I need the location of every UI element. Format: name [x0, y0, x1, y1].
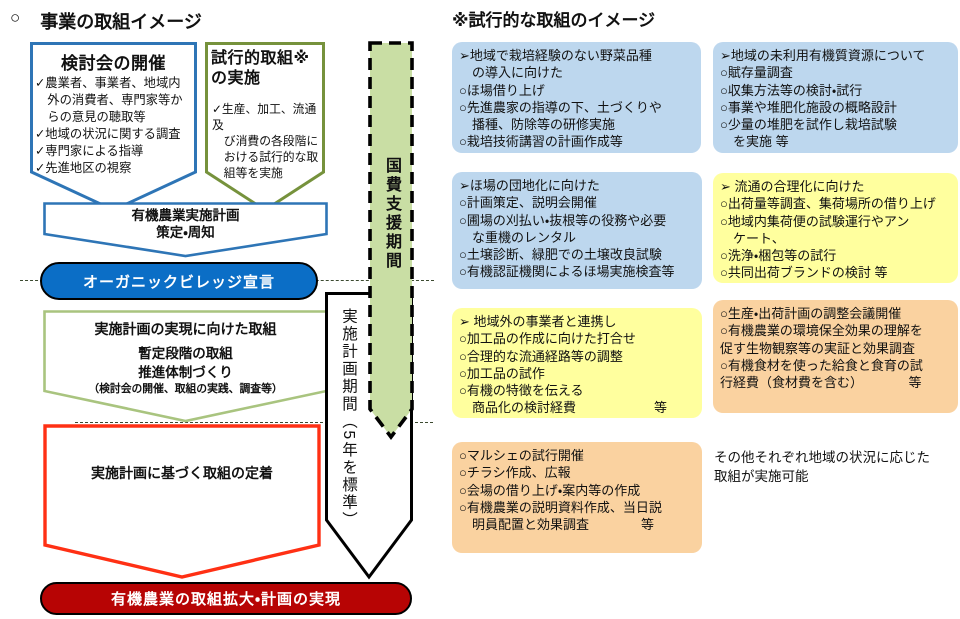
settlement-timeline-line	[75, 422, 433, 423]
example-box-marche: ○マルシェの試行開催 ○チラシ作成、広報 ○会場の借り上げ・案内等の作成 ○有機…	[452, 442, 702, 553]
realization-line2: 推進体制づくり	[138, 365, 233, 380]
example-box-production-shipping: ○生産・出荷計画の調整会議開催 ○有機農業の環境保全効果の理解を 促す生物観察等…	[713, 300, 958, 413]
plan-period-label: 実施計画期間（5年を標準）	[340, 308, 357, 529]
example-box-distribution: ➢ 流通の合理化に向けた ○出荷量等調査、集荷場所の借り上げ ○地域内集荷便の試…	[713, 173, 958, 283]
trial-initiative-title: 試行的取組※ の実施	[211, 50, 310, 87]
settlement-text: 実施計画に基づく取組の定着	[91, 465, 273, 481]
other-initiatives-note: その他それぞれ地域の状況に応じた 取組が実施可能	[714, 450, 930, 484]
realization-banner-shape	[43, 310, 328, 423]
page-title: ○ 事業の取組イメージ	[10, 8, 202, 34]
trial-initiative-checklist: ✓生産、加工、流通及 び消費の各段階に おける試行的な取 組等を実施	[212, 102, 319, 180]
title-bullet-circle: ○	[10, 8, 21, 27]
goal-badge: 有機農業の取組拡大・計画の実現	[40, 582, 412, 615]
study-meeting-title: 検討会の開催	[61, 54, 166, 73]
implementation-plan-banner-shape	[43, 202, 328, 258]
realization-title: 実施計画の実現に向けた取組	[94, 321, 277, 337]
example-box-outside-partners: ➢ 地域外の事業者と連携し ○加工品の作成に向けた打合せ ○合理的な流通経路等の…	[452, 308, 702, 418]
study-meeting-checklist: ✓農業者、事業者、地域内 外の消費者、専門家等か らの意見の聴取等 ✓地域の状況…	[35, 76, 183, 175]
study-meeting-banner-shape	[30, 42, 197, 212]
realization-note: （検討会の開催、取組の実践、調査等）	[88, 383, 283, 395]
example-box-field-consolidation: ➢ほ場の団地化に向けた ○計画策定、説明会開催 ○圃場の刈払い・抜根等の役務や必…	[452, 172, 702, 289]
organic-village-declaration-badge: オーガニックビレッジ宣言	[40, 262, 318, 300]
implementation-plan-text: 有機農業実施計画 策定・周知	[131, 208, 240, 240]
example-box-new-vegetables: ➢地域で栽培経験のない野菜品種 の導入に向けた ○ほ場借り上げ ○先進農家の指導…	[452, 42, 701, 153]
national-support-label: 国費支援期間	[383, 157, 400, 271]
realization-line1: 暫定段階の取組	[138, 346, 233, 361]
trial-initiative-banner-shape	[205, 42, 325, 212]
national-support-arrow-shape	[368, 41, 414, 440]
page-title-text: 事業の取組イメージ	[40, 12, 202, 32]
trial-examples-title: ※試行的な取組のイメージ	[452, 11, 656, 30]
settlement-banner-shape	[43, 424, 321, 579]
example-box-organic-resources: ➢地域の未利用有機質資源について ○賦存量調査 ○収集方法等の検討・試行 ○事業…	[713, 42, 958, 153]
